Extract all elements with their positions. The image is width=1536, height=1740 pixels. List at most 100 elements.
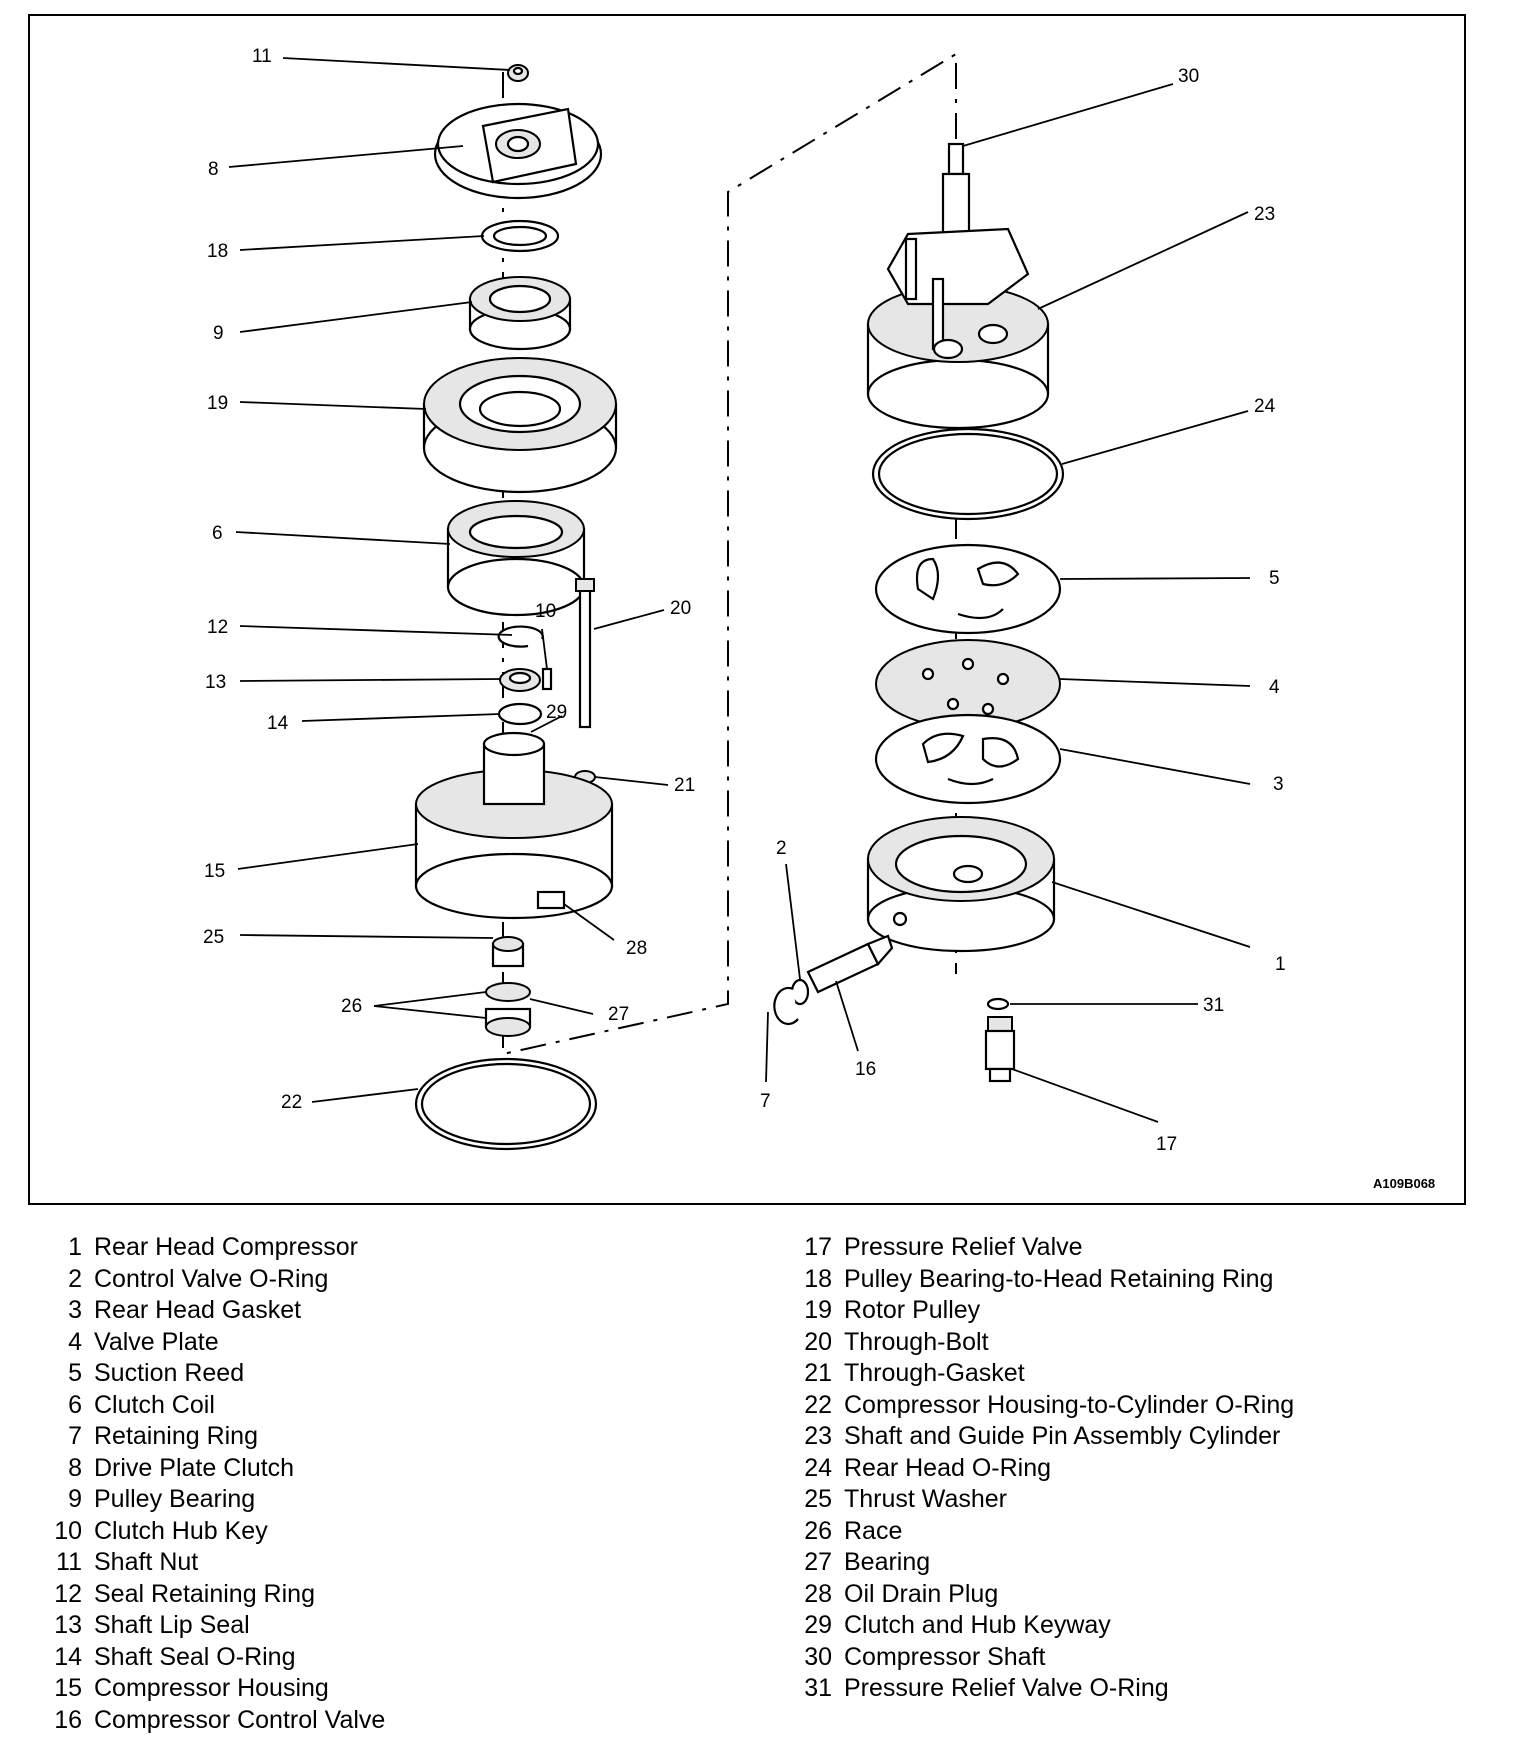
- legend-number: 3: [68, 1296, 82, 1324]
- callout-13: 13: [205, 672, 226, 693]
- callout-23: 23: [1254, 204, 1275, 225]
- part-shaft-nut: [507, 64, 529, 82]
- legend-label: Clutch Coil: [94, 1390, 215, 1419]
- legend-label: Bearing: [844, 1548, 931, 1576]
- legend-label: Compressor Housing: [94, 1674, 329, 1702]
- callout-3: 3: [1273, 774, 1284, 795]
- legend-number: 11: [56, 1548, 82, 1576]
- legend-number: 9: [68, 1485, 82, 1513]
- callout-31: 31: [1203, 995, 1224, 1016]
- legend-label: Oil Drain Plug: [844, 1579, 999, 1608]
- exploded-view-diagram: 11 8 18 9 19 6 12 10 20 13 14 29 21 15 2…: [203, 46, 1435, 1191]
- callout-30: 30: [1178, 66, 1199, 87]
- legend-item: 5 Suction Reed: [42, 1358, 385, 1390]
- legend-label: Race: [844, 1516, 903, 1545]
- legend-number: 16: [54, 1705, 82, 1734]
- callout-26: 26: [341, 996, 362, 1017]
- legend-label: Pulley Bearing: [94, 1485, 256, 1513]
- legend-label: Rotor Pulley: [844, 1296, 981, 1324]
- legend-item: 3 Rear Head Gasket: [42, 1295, 385, 1327]
- legend-number: 22: [804, 1390, 832, 1419]
- part-retaining-ring-18: [480, 219, 560, 253]
- legend-item: 1 Rear Head Compressor: [42, 1232, 385, 1264]
- part-through-bolt: [575, 578, 595, 729]
- part-rear-head-o-ring: [871, 427, 1065, 521]
- part-pressure-relief-valve: [984, 1016, 1016, 1083]
- callout-6: 6: [212, 523, 223, 544]
- diagram-frame: [28, 14, 1466, 1205]
- part-relief-valve-o-ring: [986, 997, 1010, 1011]
- legend-number: 13: [54, 1611, 82, 1639]
- callout-4: 4: [1269, 677, 1280, 698]
- legend-label: Compressor Shaft: [844, 1642, 1046, 1671]
- legend-label: Thrust Washer: [844, 1485, 1008, 1513]
- legend-item: 14 Shaft Seal O-Ring: [42, 1642, 385, 1674]
- part-rotor-pulley: [422, 357, 618, 494]
- legend-label: Shaft Nut: [94, 1548, 199, 1576]
- legend-number: 20: [804, 1327, 832, 1356]
- part-seal-retaining-ring: [497, 625, 544, 648]
- part-compressor-housing: [414, 731, 614, 920]
- legend-label: Shaft Lip Seal: [94, 1611, 250, 1639]
- legend-number: 24: [804, 1453, 832, 1482]
- callout-29: 29: [546, 702, 567, 723]
- legend-number: 14: [54, 1642, 82, 1671]
- legend-item: 16 Compressor Control Valve: [42, 1705, 385, 1737]
- legend-label: Retaining Ring: [94, 1422, 258, 1450]
- legend-number: 10: [54, 1516, 82, 1545]
- legend-label: Pulley Bearing-to-Head Retaining Ring: [844, 1264, 1274, 1293]
- callout-15: 15: [204, 861, 225, 882]
- callout-21: 21: [674, 775, 695, 796]
- legend-label: Shaft Seal O-Ring: [94, 1642, 296, 1671]
- callout-8: 8: [208, 159, 219, 180]
- part-race-bearing: [484, 982, 532, 1037]
- legend-label: Pressure Relief Valve: [844, 1233, 1083, 1261]
- legend-label: Rear Head Gasket: [94, 1296, 302, 1324]
- callout-5: 5: [1269, 568, 1280, 589]
- callout-12: 12: [207, 617, 228, 638]
- callout-7: 7: [760, 1091, 771, 1112]
- legend-number: 12: [54, 1579, 82, 1608]
- legend-number: 1: [68, 1233, 82, 1261]
- legend-number: 7: [68, 1422, 82, 1450]
- part-suction-reed: [874, 543, 1062, 635]
- legend-number: 25: [804, 1485, 832, 1513]
- legend-label: Rear Head Compressor: [94, 1233, 358, 1261]
- callout-27: 27: [608, 1004, 629, 1025]
- legend-number: 6: [68, 1390, 82, 1419]
- callout-9: 9: [213, 323, 224, 344]
- part-retaining-ring-7: [773, 986, 799, 1026]
- callout-10: 10: [535, 601, 556, 622]
- callout-24: 24: [1254, 396, 1276, 417]
- legend-number: 23: [804, 1422, 832, 1450]
- part-cylinder-assembly: [866, 227, 1050, 430]
- legend-item: 11 Shaft Nut: [42, 1547, 385, 1579]
- legend-number: 29: [804, 1611, 832, 1639]
- callout-14: 14: [267, 713, 289, 734]
- callout-2: 2: [776, 838, 787, 859]
- legend-number: 8: [68, 1453, 82, 1482]
- callout-16: 16: [855, 1059, 876, 1080]
- leader-lines: [228, 57, 1251, 1123]
- legend-number: 21: [804, 1359, 832, 1387]
- legend-label: Compressor Housing-to-Cylinder O-Ring: [844, 1390, 1295, 1419]
- legend-label: Compressor Control Valve: [94, 1705, 386, 1734]
- part-compressor-control-valve: [806, 934, 894, 994]
- legend-number: 17: [804, 1233, 832, 1261]
- legend-label: Suction Reed: [94, 1359, 245, 1387]
- legend-item: 9 Pulley Bearing: [42, 1484, 385, 1516]
- callout-25: 25: [203, 927, 224, 948]
- legend-number: 5: [68, 1359, 82, 1387]
